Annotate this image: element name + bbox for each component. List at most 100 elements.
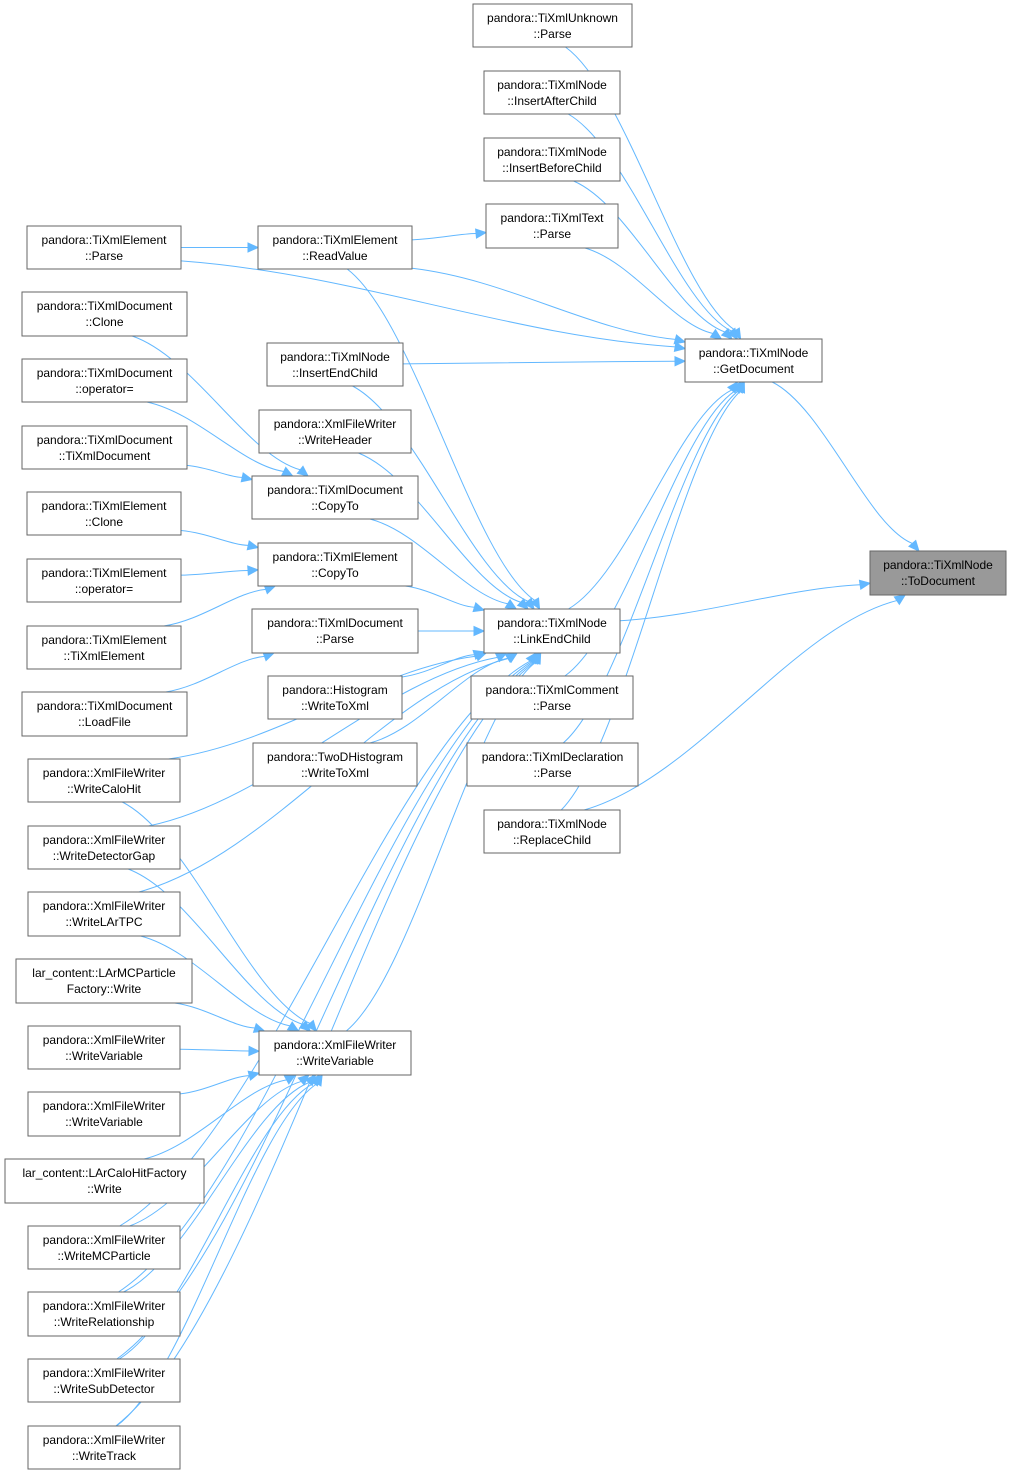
node-label-line: ::WriteDetectorGap xyxy=(53,849,156,863)
node-label-line: pandora::XmlFileWriter xyxy=(43,1366,165,1380)
edge-line xyxy=(584,247,714,334)
arrowhead-icon xyxy=(735,380,746,394)
edge-doc_ctor-to-doc_copyto xyxy=(186,464,254,483)
node-box xyxy=(4,1158,205,1204)
node-doc_parse[interactable]: pandora::TiXmlDocument::Parse xyxy=(251,608,419,654)
node-label-line: ::WriteLArTPC xyxy=(65,915,142,929)
node-doc_copyto[interactable]: pandora::TiXmlDocument::CopyTo xyxy=(251,475,419,520)
edge-w_calohit-to-writevar_mid xyxy=(121,801,318,1032)
edge-line xyxy=(129,1080,302,1227)
node-insertafter[interactable]: pandora::TiXmlNode::InsertAfterChild xyxy=(483,70,621,115)
arrowhead-icon xyxy=(530,651,541,665)
node-box xyxy=(252,742,418,787)
arrowhead-icon xyxy=(709,328,723,340)
node-label-line: ::LinkEndChild xyxy=(513,632,590,646)
node-getdocument[interactable]: pandora::TiXmlNode::GetDocument xyxy=(684,338,823,383)
node-text_parse[interactable]: pandora::TiXmlText::Parse xyxy=(485,203,619,249)
edge-w_lartpc-to-writevar_mid xyxy=(140,935,300,1032)
node-label-line: ::TiXmlElement xyxy=(64,649,146,663)
node-readvalue[interactable]: pandora::TiXmlElement::ReadValue xyxy=(257,225,413,270)
node-label-line: ::ReplaceChild xyxy=(513,833,591,847)
node-label-line: ::CopyTo xyxy=(311,499,359,513)
node-label-line: ::Clone xyxy=(85,315,123,329)
node-label-line: pandora::TiXmlDocument xyxy=(37,299,173,313)
arrowhead-icon xyxy=(720,327,733,340)
node-box xyxy=(27,891,181,937)
node-insertbefore[interactable]: pandora::TiXmlNode::InsertBeforeChild xyxy=(483,137,621,182)
arrowhead-icon xyxy=(280,466,294,477)
node-el_parse[interactable]: pandora::TiXmlElement::Parse xyxy=(26,225,182,270)
edge-line xyxy=(583,600,897,811)
node-unknown_parse[interactable]: pandora::TiXmlUnknown::Parse xyxy=(472,3,633,48)
node-linkend[interactable]: pandora::TiXmlNode::LinkEndChild xyxy=(483,608,621,654)
node-w_mcp[interactable]: pandora::XmlFileWriter::WriteMCParticle xyxy=(27,1225,181,1270)
edge-line xyxy=(402,360,676,365)
node-w_track[interactable]: pandora::XmlFileWriter::WriteTrack xyxy=(27,1425,181,1470)
node-label-line: ::WriteVariable xyxy=(65,1049,143,1063)
node-w_detgap[interactable]: pandora::XmlFileWriter::WriteDetectorGap xyxy=(27,825,181,870)
edge-linkend-to-getdocument xyxy=(568,381,739,610)
node-twod_write[interactable]: pandora::TwoDHistogram::WriteToXml xyxy=(252,742,418,787)
edge-doc_clone-to-doc_copyto xyxy=(131,335,309,477)
node-label-line: pandora::TiXmlElement xyxy=(42,633,168,647)
node-doc_clone[interactable]: pandora::TiXmlDocument::Clone xyxy=(21,291,188,337)
node-w_subdet[interactable]: pandora::XmlFileWriter::WriteSubDetector xyxy=(27,1358,181,1403)
node-label-line: ::InsertAfterChild xyxy=(507,94,596,108)
node-insertend[interactable]: pandora::TiXmlNode::InsertEndChild xyxy=(266,342,404,387)
node-todocument[interactable]: pandora::TiXmlNode::ToDocument xyxy=(869,550,1007,596)
edge-line xyxy=(179,1075,250,1095)
node-lar_calo[interactable]: lar_content::LArCaloHitFactory::Write xyxy=(4,1158,205,1204)
node-el_copyto[interactable]: pandora::TiXmlElement::CopyTo xyxy=(257,542,413,587)
node-box xyxy=(27,825,181,870)
arrowhead-icon xyxy=(673,341,687,352)
edge-line xyxy=(358,452,521,603)
edge-line xyxy=(180,570,249,576)
node-doc_opeq[interactable]: pandora::TiXmlDocument::operator= xyxy=(21,358,188,403)
node-label-line: pandora::TiXmlElement xyxy=(42,233,168,247)
node-doc_loadfile[interactable]: pandora::TiXmlDocument::LoadFile xyxy=(21,691,188,737)
node-hist_write[interactable]: pandora::Histogram::WriteToXml xyxy=(267,675,403,720)
node-box xyxy=(26,558,182,603)
node-el_opeq[interactable]: pandora::TiXmlElement::operator= xyxy=(26,558,182,603)
node-comment_parse[interactable]: pandora::TiXmlComment::Parse xyxy=(470,675,634,720)
node-label-line: pandora::Histogram xyxy=(282,683,387,697)
arrowhead-icon xyxy=(248,1045,261,1057)
edge-el_copyto-to-linkend xyxy=(405,585,486,613)
node-writeheader[interactable]: pandora::XmlFileWriter::WriteHeader xyxy=(258,409,412,454)
edge-line xyxy=(411,233,477,241)
arrowhead-icon xyxy=(523,597,535,610)
node-el_clone[interactable]: pandora::TiXmlElement::Clone xyxy=(26,491,182,536)
arrowhead-icon xyxy=(475,228,488,239)
arrowhead-icon xyxy=(858,579,872,590)
node-label-line: ::WriteTrack xyxy=(72,1449,137,1463)
edge-readvalue-to-linkend xyxy=(346,268,541,611)
arrowhead-icon xyxy=(516,598,529,610)
node-label-line: pandora::XmlFileWriter xyxy=(43,833,165,847)
node-replacechild[interactable]: pandora::TiXmlNode::ReplaceChild xyxy=(483,809,621,854)
node-w_calohit[interactable]: pandora::XmlFileWriter::WriteCaloHit xyxy=(27,758,181,803)
node-el_ctor[interactable]: pandora::TiXmlElement::TiXmlElement xyxy=(26,625,182,670)
node-w_var1[interactable]: pandora::XmlFileWriter::WriteVariable xyxy=(27,1025,181,1070)
node-writevar_mid[interactable]: pandora::XmlFileWriter::WriteVariable xyxy=(258,1030,412,1076)
node-w_rel[interactable]: pandora::XmlFileWriter::WriteRelationshi… xyxy=(27,1291,181,1337)
node-label-line: ::InsertBeforeChild xyxy=(502,161,601,175)
edge-doc_parse-to-linkend xyxy=(417,625,486,637)
node-label-line: pandora::TiXmlDocument xyxy=(37,699,173,713)
edges-layer xyxy=(115,46,920,1427)
node-label-line: ::TiXmlDocument xyxy=(59,449,151,463)
edge-readvalue-to-text_parse xyxy=(411,228,488,241)
node-label-line: ::CopyTo xyxy=(311,566,359,580)
node-decl_parse[interactable]: pandora::TiXmlDeclaration::Parse xyxy=(466,742,639,787)
edge-replacechild-to-todocument xyxy=(583,594,907,811)
edge-line xyxy=(144,1079,287,1160)
arrowhead-icon xyxy=(298,1020,312,1032)
node-doc_ctor[interactable]: pandora::TiXmlDocument::TiXmlDocument xyxy=(21,425,188,470)
node-label-line: ::GetDocument xyxy=(713,362,794,376)
node-box xyxy=(27,758,181,803)
edge-line xyxy=(186,464,243,478)
node-w_lartpc[interactable]: pandora::XmlFileWriter::WriteLArTPC xyxy=(27,891,181,937)
node-w_var2[interactable]: pandora::XmlFileWriter::WriteVariable xyxy=(27,1091,181,1137)
edge-line xyxy=(179,1048,250,1052)
node-label-line: pandora::XmlFileWriter xyxy=(43,899,165,913)
